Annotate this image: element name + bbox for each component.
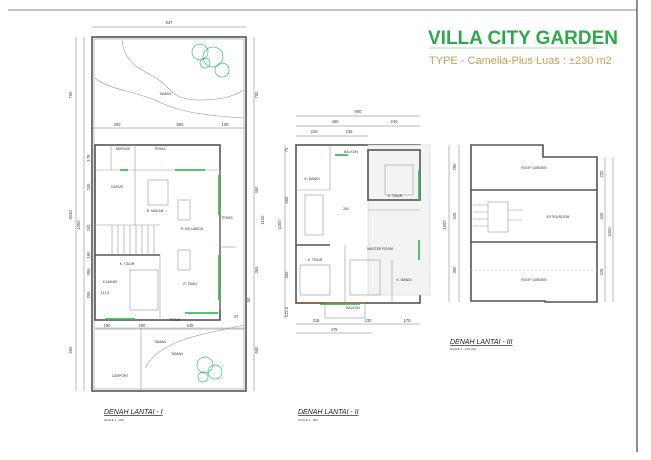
floor-3-title: DENAH LANTAI - III [450,339,513,346]
svg-text:355: 355 [86,268,91,276]
svg-text:50: 50 [246,297,251,302]
svg-text:900: 900 [355,109,363,114]
svg-text:560: 560 [284,196,289,204]
svg-text:108: 108 [222,122,230,127]
svg-text:MASTER ROOM: MASTER ROOM [367,247,393,251]
svg-text:160: 160 [86,251,91,259]
svg-text:365: 365 [254,266,259,274]
svg-text:122.5: 122.5 [284,306,289,317]
svg-text:240: 240 [86,224,91,232]
svg-text:ROOF GARDEN: ROOF GARDEN [521,166,547,170]
svg-text:1000: 1000 [607,227,612,237]
svg-text:2038: 2038 [68,210,73,220]
svg-text:947: 947 [166,20,174,25]
svg-text:R. TAMU: R. TAMU [183,282,197,286]
svg-text:660: 660 [68,346,73,354]
svg-text:360: 360 [452,266,457,274]
tree-icon [196,356,223,383]
svg-text:K. MANDI: K. MANDI [304,177,319,181]
svg-text:700: 700 [254,91,259,99]
project-subtitle: TYPE - Camelia-Plus Luas : ±230 m2 [429,55,612,67]
svg-text:345: 345 [599,212,604,220]
svg-text:200: 200 [139,323,147,328]
floor-plan-3: ROOF GARDEN EXTRA ROOM ROOF GARDEN 290 3… [442,144,614,351]
svg-text:178: 178 [86,154,91,162]
svg-text:245: 245 [86,183,91,191]
svg-text:1000: 1000 [277,220,282,230]
svg-text:290: 290 [452,163,457,171]
svg-text:220: 220 [311,129,319,134]
svg-text:BALKON: BALKON [344,150,358,154]
svg-text:TERAS: TERAS [154,147,166,151]
svg-text:SERVICE: SERVICE [116,147,132,151]
project-title: VILLA CITY GARDEN [428,28,618,49]
floor-plan-1: TAMAN SERVICE TERAS DAPUR R. MAKAN R. KE… [68,20,265,422]
svg-text:117.5: 117.5 [101,291,109,295]
svg-text:240: 240 [391,119,399,124]
svg-text:R. MAKAN: R. MAKAN [147,209,164,213]
floor-1-scale: SCALE 1 : 200 [104,418,124,422]
svg-text:K. TIDUR: K. TIDUR [308,258,323,262]
svg-text:75: 75 [284,147,289,152]
svg-text:315: 315 [313,318,321,323]
svg-text:R. KELUARGA: R. KELUARGA [181,227,205,231]
svg-text:300: 300 [114,122,122,127]
svg-text:DAPUR: DAPUR [111,185,123,189]
svg-text:175: 175 [404,318,412,323]
floor-3-scale: SCALE 1 : 100 (A3) [450,347,476,351]
svg-text:365: 365 [284,271,289,279]
svg-text:TERAS: TERAS [221,216,233,220]
svg-text:425: 425 [599,268,604,276]
svg-text:TAMAN: TAMAN [171,352,183,356]
tree-icon [191,43,230,78]
floor-plan-2: BALKON K. MANDI K. TIDUR K. TIDUR MASTER… [277,109,431,422]
svg-text:235: 235 [346,129,354,134]
svg-text:47: 47 [234,314,239,319]
svg-text:475: 475 [331,327,339,332]
svg-text:K. TIDUR: K. TIDUR [388,194,403,198]
svg-text:660: 660 [254,346,259,354]
svg-text:260: 260 [343,207,349,211]
svg-text:TERAS: TERAS [169,318,181,322]
svg-text:348: 348 [187,323,195,328]
svg-text:BALKON: BALKON [346,306,360,310]
svg-text:330: 330 [365,318,373,323]
svg-text:K. TIDUR: K. TIDUR [120,262,135,266]
svg-text:180: 180 [104,323,112,328]
svg-text:460: 460 [332,119,340,124]
svg-text:500: 500 [177,122,185,127]
svg-text:K. MANDI: K. MANDI [396,278,411,282]
svg-text:1100: 1100 [260,215,265,225]
svg-text:TAMAN: TAMAN [159,92,171,96]
svg-text:ROOF GARDEN: ROOF GARDEN [521,278,547,282]
svg-text:205: 205 [86,291,91,299]
svg-text:CARPORT: CARPORT [112,374,129,378]
floor-1-title: DENAH LANTAI - I [104,409,163,416]
svg-text:220: 220 [599,170,604,178]
floor-2-title: DENAH LANTAI - II [298,409,359,416]
floor-2-scale: SCALE 1 : 200 [298,418,318,422]
svg-text:1060: 1060 [76,220,81,230]
svg-text:450: 450 [254,186,259,194]
sheet-frame [8,0,638,452]
svg-text:1500: 1500 [442,220,447,230]
svg-text:700: 700 [68,91,73,99]
svg-text:TAMAN: TAMAN [154,340,166,344]
svg-text:345: 345 [452,212,457,220]
svg-text:K.MANDI: K.MANDI [103,280,117,284]
svg-text:EXTRA ROOM: EXTRA ROOM [547,215,570,219]
